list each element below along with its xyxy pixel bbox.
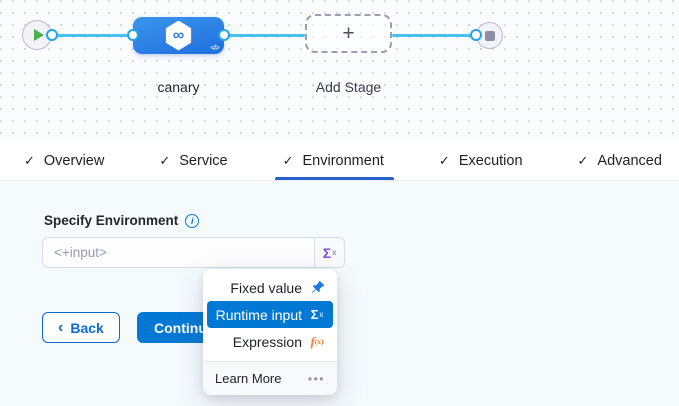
environment-input[interactable] (43, 238, 314, 267)
check-icon: ✓ (24, 152, 35, 168)
menu-item-expression[interactable]: Expression f(x) (232, 333, 324, 350)
environment-panel: Specify Environment i Σx ‹ Back Continue… (0, 181, 679, 406)
add-stage-button[interactable]: + (305, 14, 392, 53)
tab-overview[interactable]: ✓ Overview (24, 141, 104, 180)
play-icon (34, 29, 44, 41)
connector-port (46, 29, 58, 41)
check-icon: ✓ (159, 152, 171, 168)
connector-port (218, 29, 230, 41)
plus-icon: + (342, 21, 355, 45)
tab-label: Service (179, 152, 228, 169)
check-icon: ✓ (438, 152, 450, 168)
field-label-text: Specify Environment (44, 213, 179, 228)
connector-port (127, 29, 139, 41)
active-tab-underline (274, 177, 394, 180)
learn-more-link[interactable]: Learn More (215, 371, 282, 386)
sigma-icon: Σ (322, 244, 332, 261)
tab-label: Execution (458, 152, 523, 169)
pin-icon (309, 280, 325, 295)
tab-advanced[interactable]: ✓ Advanced (578, 141, 662, 180)
stage-config-tabbar: ✓ Overview ✓ Service ✓ Environment ✓ Exe… (0, 141, 679, 181)
tab-label: Environment (302, 152, 384, 169)
back-button[interactable]: ‹ Back (42, 312, 120, 343)
chevron-left-icon: ‹ (58, 318, 64, 336)
tab-label: Overview (43, 152, 105, 169)
environment-input-group: Σx (42, 237, 345, 268)
tab-environment[interactable]: ✓ Environment (274, 141, 394, 180)
more-options-icon[interactable]: ••• (307, 371, 325, 386)
infinity-icon: ∞ (172, 26, 185, 44)
code-icon: </> (210, 45, 219, 52)
tab-service[interactable]: ✓ Service (159, 141, 227, 180)
connector-port (470, 29, 482, 41)
pipeline-edge (52, 34, 133, 37)
menu-item-fixed-value[interactable]: Fixed value (207, 274, 333, 301)
pipeline-edge (392, 34, 476, 37)
specify-environment-label: Specify Environment i (44, 213, 200, 228)
tab-execution[interactable]: ✓ Execution (439, 141, 523, 180)
dropdown-footer: Learn More ••• (203, 361, 337, 395)
stage-label: canary (157, 79, 200, 95)
pipeline-canvas: ∞ </> canary + Add Stage (0, 0, 679, 141)
fx-icon: f(x) (310, 333, 324, 349)
add-stage-label: Add Stage (315, 79, 382, 95)
check-icon: ✓ (282, 152, 294, 168)
info-icon[interactable]: i (185, 213, 200, 228)
deployment-hexagon-icon: ∞ (165, 20, 192, 51)
pipeline-edge (224, 34, 305, 37)
stop-icon (484, 30, 495, 41)
stage-node-canary[interactable]: ∞ </> (133, 17, 224, 54)
check-icon: ✓ (577, 152, 589, 168)
tab-label: Advanced (597, 152, 662, 169)
